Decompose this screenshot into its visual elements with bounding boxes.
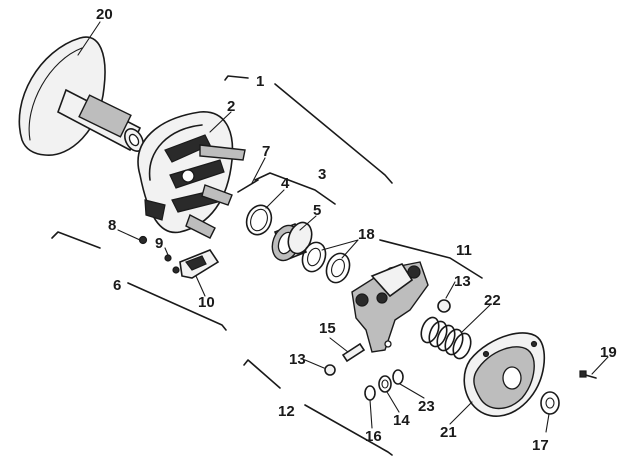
callout-3: 3 <box>318 166 326 183</box>
part-13-button-upper <box>437 299 451 313</box>
callout-4: 4 <box>281 175 290 192</box>
callout-15: 15 <box>319 320 336 337</box>
part-17-washer <box>540 391 560 415</box>
callout-8: 8 <box>108 217 116 234</box>
part-11-spider <box>351 261 429 353</box>
callout-5: 5 <box>313 202 321 219</box>
part-23-washer <box>392 369 404 385</box>
callout-7: 7 <box>262 143 270 160</box>
part-9-screws <box>164 254 180 274</box>
callout-21: 21 <box>440 424 457 441</box>
callout-17: 17 <box>532 437 549 454</box>
part-10-weight <box>179 249 220 279</box>
callout-14: 14 <box>393 412 410 429</box>
part-2-movable-sheave <box>137 111 246 239</box>
part-20-fixed-sheave <box>18 36 144 156</box>
part-5-bushing <box>271 221 313 262</box>
part-19-screw <box>579 370 597 379</box>
callout-labels: 20 1 2 7 3 4 5 18 8 9 11 6 13 10 22 15 1… <box>96 6 617 454</box>
callout-20: 20 <box>96 6 113 23</box>
part-13-button-lower <box>324 364 336 376</box>
part-7-pin <box>237 179 259 193</box>
part-21-cover <box>463 332 546 417</box>
callout-11: 11 <box>456 242 472 259</box>
callout-2: 2 <box>227 98 235 115</box>
callout-9: 9 <box>155 235 163 252</box>
leader-lines <box>77 21 609 433</box>
callout-23: 23 <box>418 398 435 415</box>
part-22-spring <box>420 316 472 360</box>
callout-13-lower: 13 <box>289 351 306 368</box>
part-16-washer <box>364 385 376 401</box>
callout-22: 22 <box>484 292 501 309</box>
part-4-snap-ring <box>245 204 273 236</box>
callout-6: 6 <box>113 277 121 294</box>
bracket-lines <box>51 75 483 456</box>
callout-19: 19 <box>600 344 617 361</box>
callout-13-upper: 13 <box>454 273 471 290</box>
part-14-nut <box>378 375 392 393</box>
callout-12: 12 <box>278 403 295 420</box>
callout-18: 18 <box>358 226 375 243</box>
callout-1: 1 <box>256 73 264 90</box>
callout-16: 16 <box>365 428 382 445</box>
callout-10: 10 <box>198 294 215 311</box>
part-18-washers <box>301 241 351 284</box>
part-15-roller-pin <box>341 342 366 363</box>
